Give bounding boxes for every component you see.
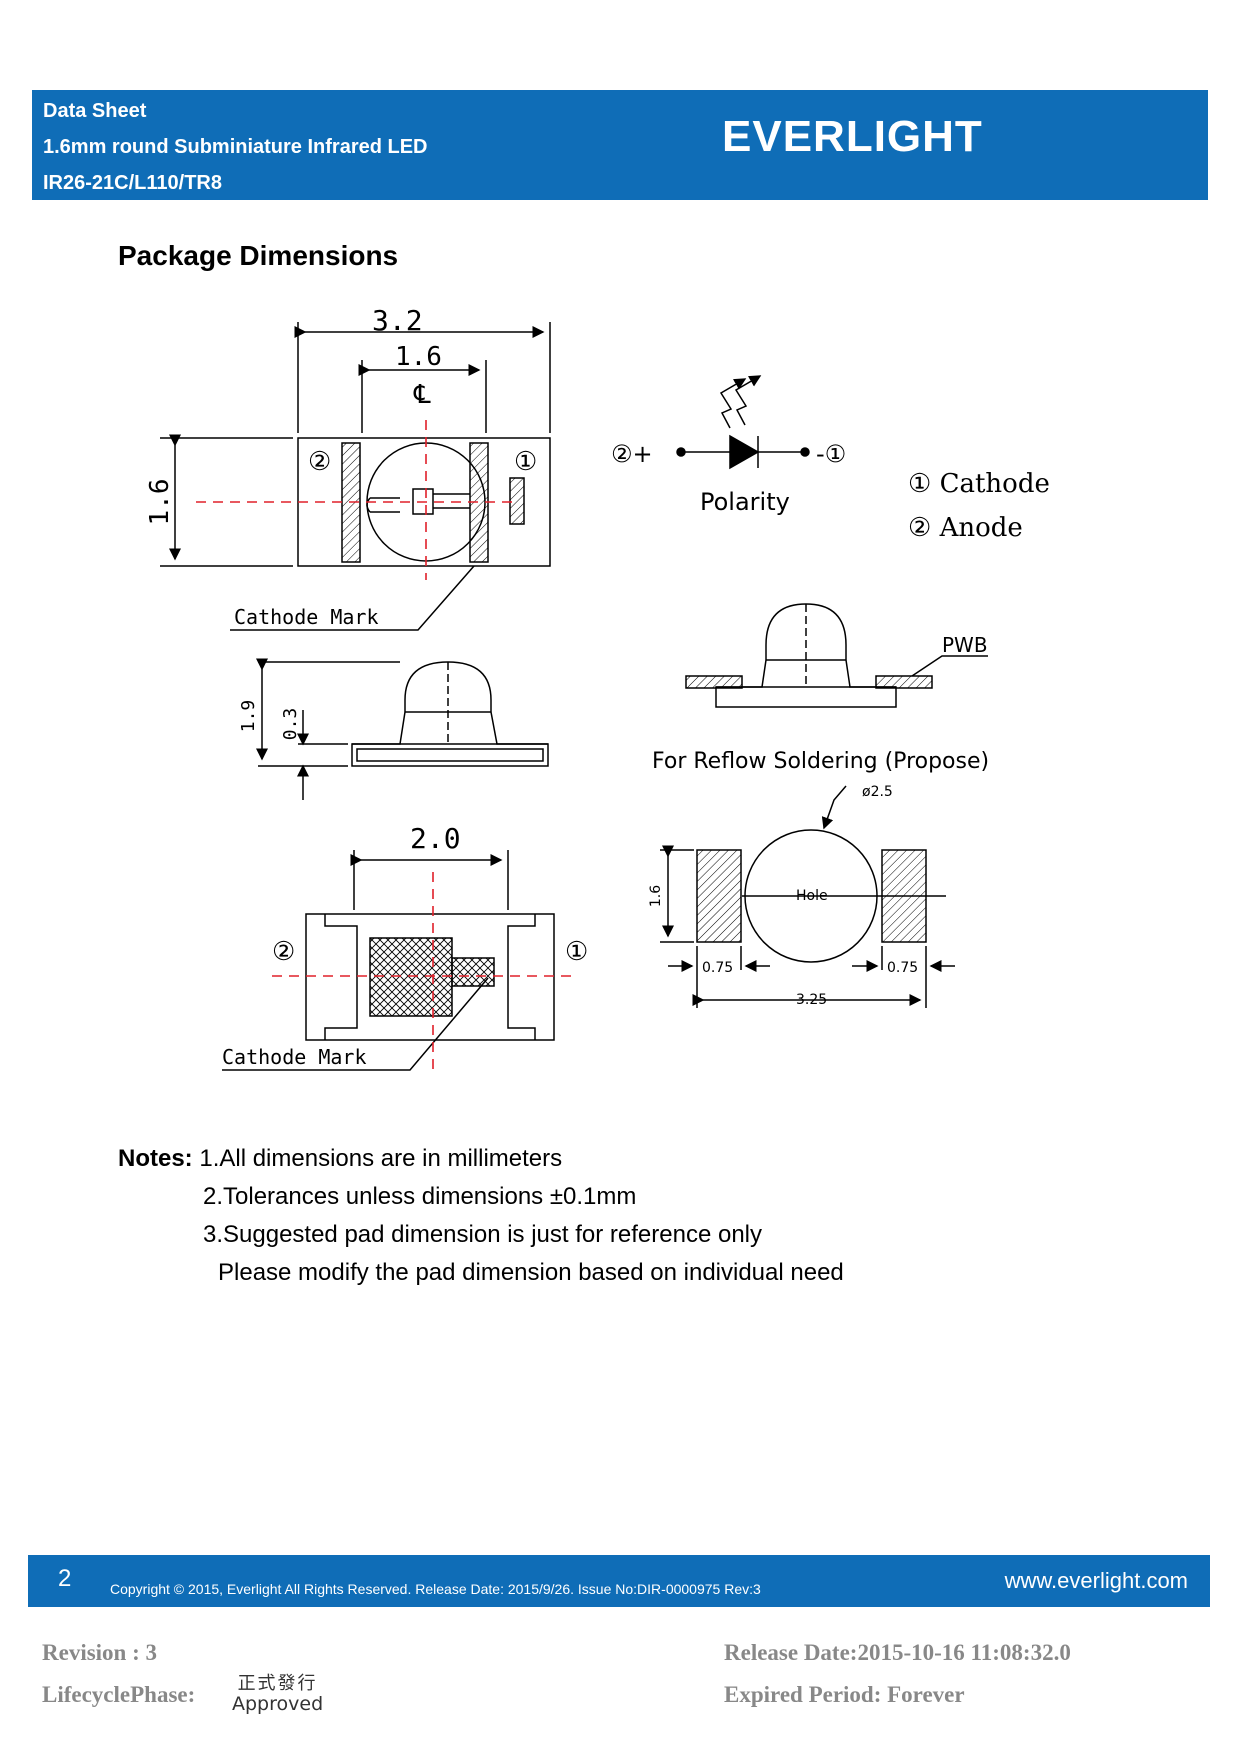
- mounted-view: [685, 603, 988, 708]
- top-view-labels: 3.2 1.6 ℄ 1.6 ② ① Cathode Mark: [145, 304, 537, 629]
- pad-layout-labels: ø2.5 Hole 1.6 0.75 0.75 3.25: [648, 784, 918, 1008]
- polarity-caption: Polarity: [700, 488, 790, 516]
- legend-cathode: ① Cathode: [908, 469, 1050, 499]
- polarity-symbol: [676, 375, 810, 470]
- dim-inner-1.6: 1.6: [395, 342, 442, 372]
- page-number: 2: [58, 1565, 72, 1592]
- expired-period: Expired Period: Forever: [724, 1682, 965, 1707]
- pad-layout: [660, 785, 955, 1008]
- top-view-centerlines: [196, 420, 515, 580]
- dim-pad-right: 0.75: [887, 960, 918, 976]
- note-item-3: 3.Suggested pad dimension is just for re…: [203, 1221, 762, 1248]
- pwb-label: PWB: [942, 633, 988, 657]
- polarity-cathode-label: -①: [816, 440, 846, 468]
- header-product-name: 1.6mm round Subminiature Infrared LED: [43, 136, 428, 158]
- centerline-symbol: ℄: [413, 380, 431, 410]
- dim-pad-height: 1.6: [648, 885, 664, 907]
- dim-pad-total: 3.25: [796, 992, 827, 1008]
- mounted-view-labels: PWB For Reflow Soldering (Propose): [652, 633, 989, 774]
- reflow-caption: For Reflow Soldering (Propose): [652, 749, 989, 774]
- header-doc-type: Data Sheet: [43, 100, 147, 122]
- bottom-view-cathode-mark: Cathode Mark: [222, 1045, 367, 1069]
- everlight-logo: EVERLIGHT: [722, 112, 983, 161]
- legend-anode: ② Anode: [908, 513, 1023, 543]
- note-item-2: 2.Tolerances unless dimensions ±0.1mm: [203, 1183, 637, 1210]
- top-view: [160, 322, 551, 631]
- dim-base-height: 0.3: [280, 708, 301, 741]
- bottom-view-pin2: ②: [272, 937, 295, 967]
- note-item-1: Notes: 1.All dimensions are in millimete…: [118, 1145, 563, 1172]
- lifecycle-label: LifecyclePhase:: [42, 1682, 196, 1707]
- polarity-anode-label: ②+: [611, 440, 653, 468]
- side-view: [256, 658, 549, 800]
- bottom-view-labels: 2.0 ② ① Cathode Mark: [222, 822, 588, 1069]
- top-view-cathode-mark: Cathode Mark: [234, 605, 379, 629]
- bottom-view: [222, 850, 555, 1071]
- dim-total-height: 1.9: [238, 700, 259, 733]
- notes-label: Notes:: [118, 1145, 193, 1172]
- polarity-labels: ②+ -① Polarity ① Cathode ② Anode: [611, 440, 1050, 543]
- footer-bar: 2 Copyright © 2015, Everlight All Rights…: [28, 1555, 1210, 1607]
- section-title: Package Dimensions: [118, 240, 399, 271]
- notes-block: Notes: 1.All dimensions are in millimete…: [118, 1140, 844, 1292]
- bottom-view-pin1: ①: [565, 937, 588, 967]
- hole-label: Hole: [796, 888, 828, 904]
- header-bar: Data Sheet 1.6mm round Subminiature Infr…: [32, 90, 1208, 200]
- website-link[interactable]: www.everlight.com: [1004, 1568, 1188, 1593]
- dim-height-1.6: 1.6: [145, 479, 175, 526]
- revision-info: Revision : 3: [42, 1640, 157, 1665]
- copyright-text: Copyright © 2015, Everlight All Rights R…: [110, 1581, 761, 1597]
- dim-pad-left: 0.75: [702, 960, 733, 976]
- side-view-labels: 1.9 0.3: [238, 700, 301, 741]
- header-part-number: IR26-21C/L110/TR8: [43, 172, 222, 194]
- approved-stamp: 正式發行 Approved: [232, 1673, 324, 1715]
- note-item-4: Please modify the pad dimension based on…: [218, 1259, 844, 1286]
- top-view-pin1: ①: [514, 447, 537, 477]
- dim-diameter: ø2.5: [862, 784, 893, 800]
- top-view-pin2: ②: [308, 447, 331, 477]
- dim-bottom-width: 2.0: [410, 822, 461, 855]
- release-date: Release Date:2015-10-16 11:08:32.0: [724, 1640, 1071, 1665]
- dim-width-3.2: 3.2: [372, 304, 423, 337]
